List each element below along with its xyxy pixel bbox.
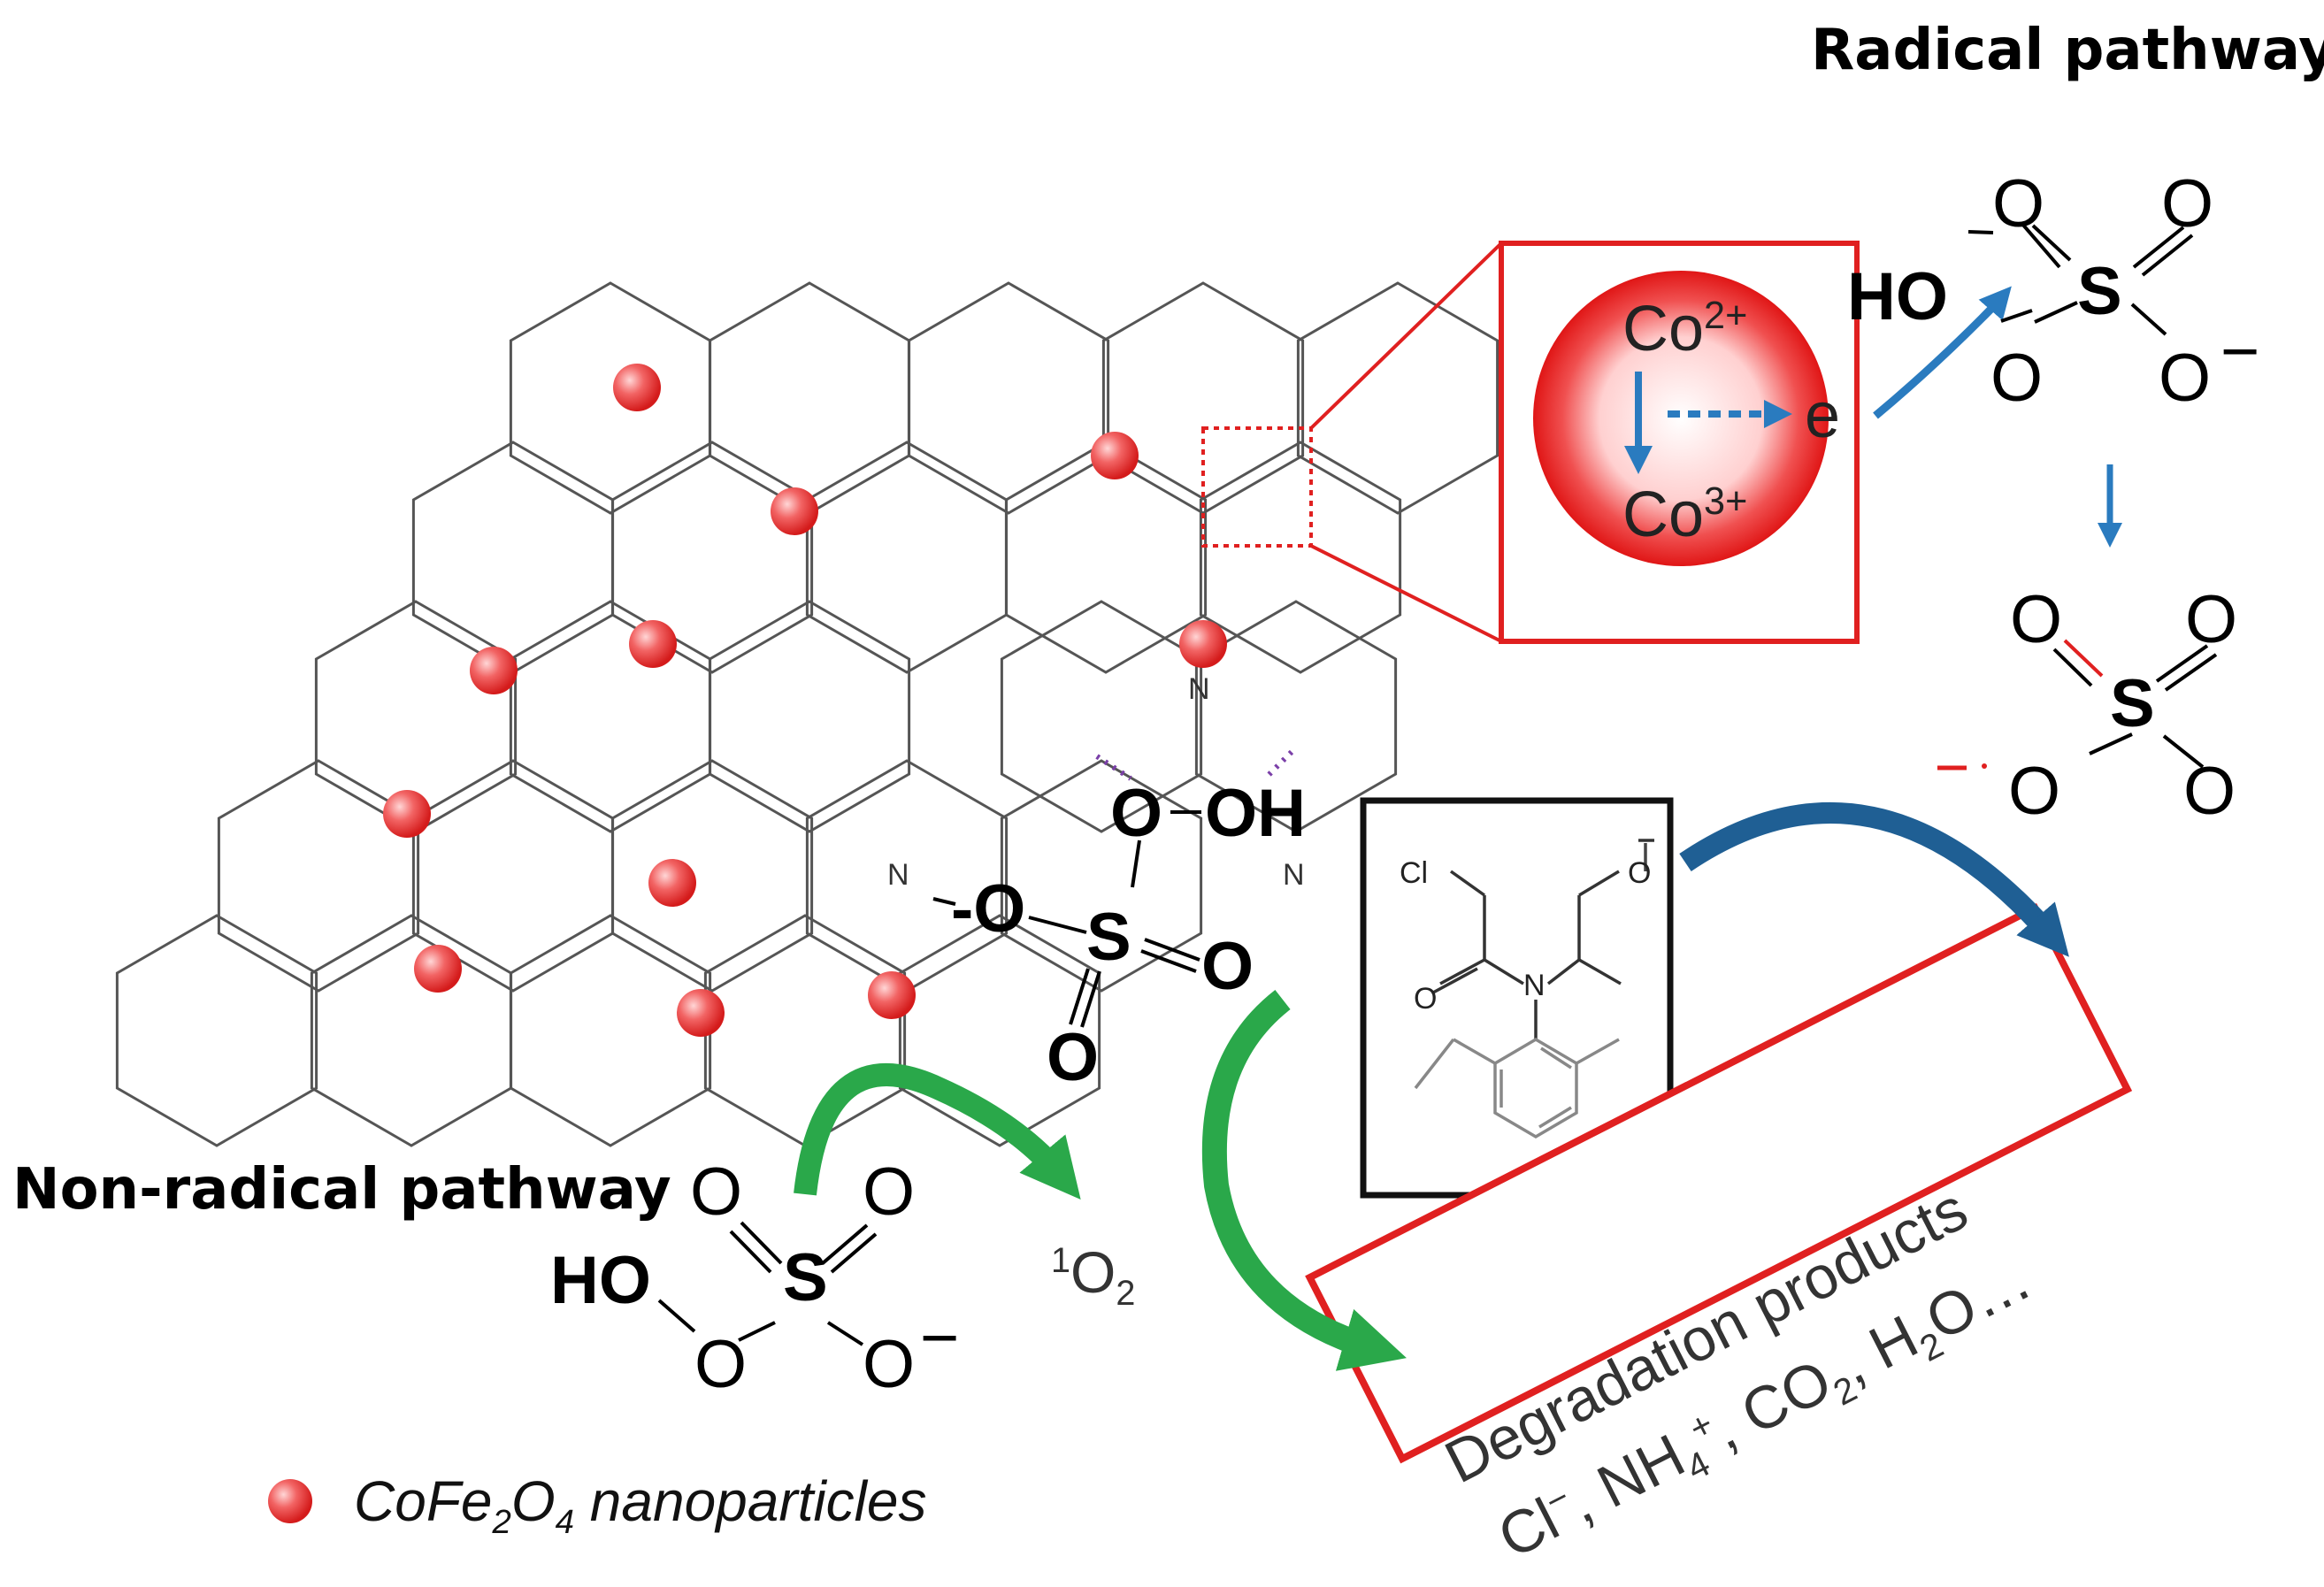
pms-radical-bonds xyxy=(1967,221,2194,336)
pms-radical-o-minus: O xyxy=(2159,341,2212,416)
lattice-hexagon xyxy=(1199,441,1402,674)
pms-radical-o-top-right: O xyxy=(2161,166,2214,242)
pms-nonradical-o-top-left: O xyxy=(690,1154,743,1230)
pms-bound-o-bottom: O xyxy=(1047,1020,1100,1095)
nanoparticle-icon xyxy=(383,790,431,838)
nanoparticle-group xyxy=(383,364,1227,1037)
nanoparticle-icon xyxy=(771,487,818,535)
nanoparticle-icon xyxy=(470,647,518,694)
pms-bound-o-right: O xyxy=(1201,929,1254,1004)
lattice-hexagon xyxy=(411,441,615,674)
pms-nonradical-o-top-right: O xyxy=(863,1154,916,1230)
pollutant-structure xyxy=(1414,839,1654,1139)
co3-ion-label: Co3+ xyxy=(1622,479,1748,550)
non-radical-pathway-title: Non-radical pathway xyxy=(12,1157,671,1223)
nanoparticle-icon xyxy=(1091,432,1139,479)
pms-nonradical-o-minus: O xyxy=(863,1327,916,1402)
lattice-hexagon xyxy=(1000,759,1203,993)
sulfate-radical-o-top-left: O xyxy=(2010,582,2063,657)
nanoparticle-icon xyxy=(613,364,661,411)
pms-nonradical-minus: − xyxy=(920,1300,960,1376)
pms-bound-bonds xyxy=(932,810,1201,1028)
carbon-nitride-lattice xyxy=(115,281,1499,1147)
radical-dot xyxy=(1982,763,1987,769)
lattice-hexagon xyxy=(703,914,907,1147)
nanoparticle-icon xyxy=(677,989,725,1037)
lattice-hexagon xyxy=(708,281,911,515)
radical-pathway-title: Radical pathway xyxy=(1811,18,2324,83)
co2-ion-label: Co2+ xyxy=(1622,294,1748,364)
legend-nanoparticle-icon xyxy=(268,1479,312,1523)
pms-radical-s: S xyxy=(2077,254,2122,329)
pms-nonradical-o-bottom-left: O xyxy=(694,1327,748,1402)
legend-label: CoFe2O4 nanoparticles xyxy=(354,1469,927,1541)
pollutant-degradation-arrow xyxy=(1679,801,2069,957)
lattice-hexagon xyxy=(509,281,712,515)
nonradical-arrow-to-products xyxy=(1201,989,1407,1371)
electron-to-pms-arrow-icon xyxy=(1873,286,2012,419)
lattice-hexagon xyxy=(805,441,1009,674)
lattice-n-3: N xyxy=(1283,858,1305,892)
pollutant-n: N xyxy=(1523,969,1545,1002)
nanoparticle-icon xyxy=(868,971,916,1019)
lattice-hexagon xyxy=(907,281,1110,515)
nanoparticle-icon xyxy=(629,620,677,668)
lattice-hexagon xyxy=(1004,441,1208,674)
pms-radical-o-left: O xyxy=(1990,341,2044,416)
nanoparticle-icon xyxy=(648,859,696,907)
electron-label: e xyxy=(1805,380,1841,451)
pms-bound-o-left: -O xyxy=(951,871,1026,947)
pms-nonradical-s: S xyxy=(783,1240,828,1315)
pms-bound-s: S xyxy=(1086,900,1131,975)
sulfate-radical-bonds xyxy=(2052,639,2218,769)
sulfate-radical-o-bottom-left: O xyxy=(2008,754,2061,829)
lattice-hexagon xyxy=(310,914,513,1147)
hydrogen-bond-dots xyxy=(1095,749,1294,781)
sulfate-radical-o-top-right: O xyxy=(2185,582,2238,657)
sulfate-radical-o-bottom-right: O xyxy=(2183,754,2236,829)
zoom-selection-box xyxy=(1201,426,1313,548)
lattice-hexagon xyxy=(115,914,318,1147)
big-nanoparticle-icon xyxy=(1533,271,1829,566)
lattice-n-1: N xyxy=(1188,672,1210,706)
pms-radical-ho: HO xyxy=(1847,259,1948,334)
lattice-hexagon xyxy=(509,914,712,1147)
pms-bound-o-top: O xyxy=(1110,776,1163,851)
sulfate-radical-s: S xyxy=(2110,666,2155,741)
nonradical-arrow-to-singlet-oxygen xyxy=(794,1063,1081,1200)
lattice-hexagon xyxy=(509,600,712,833)
lattice-hexagon xyxy=(1296,281,1499,515)
pms-nonradical-ho: HO xyxy=(550,1243,651,1318)
lattice-hexagon xyxy=(1101,281,1305,515)
pms-nonradical-bonds xyxy=(657,1221,878,1346)
pms-radical-o-top-left: O xyxy=(1992,166,2045,242)
pollutant-o-ether: O xyxy=(1628,856,1652,890)
lattice-n-2: N xyxy=(887,858,909,892)
lattice-hexagon xyxy=(610,759,814,993)
pollutant-o-carbonyl: O xyxy=(1414,982,1438,1016)
lattice-hexagon xyxy=(217,759,420,993)
pollutant-cl: Cl xyxy=(1400,856,1429,890)
zoom-line-top xyxy=(1309,242,1503,430)
pms-radical-minus: − xyxy=(2220,314,2260,389)
lattice-hexagon xyxy=(708,600,911,833)
nanoparticle-icon xyxy=(414,945,462,993)
singlet-oxygen-label: 1O2 xyxy=(1051,1239,1136,1314)
pms-bound-oh: OH xyxy=(1205,776,1306,851)
zoom-line-bottom xyxy=(1310,544,1502,643)
nanoparticle-icon xyxy=(1179,620,1227,668)
